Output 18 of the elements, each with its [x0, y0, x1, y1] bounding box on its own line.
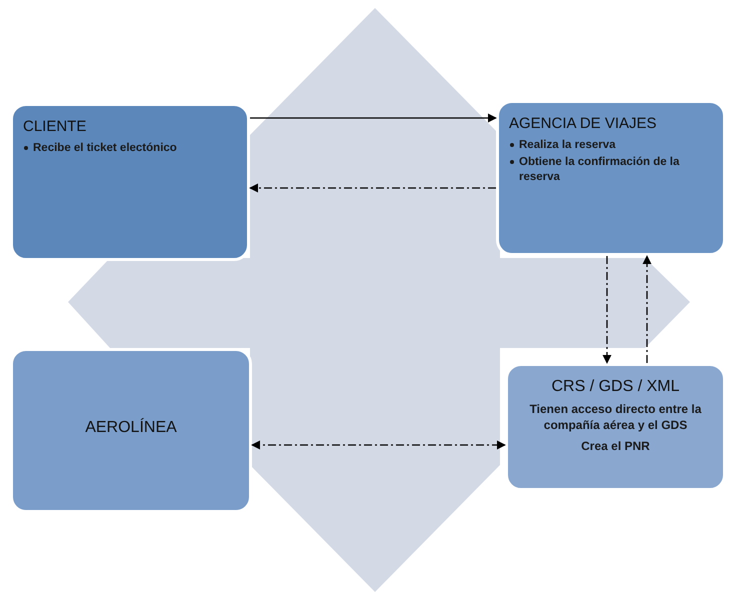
- arrow: [642, 255, 652, 363]
- arrow: [602, 256, 612, 364]
- box-title: AEROLÍNEA: [85, 418, 177, 436]
- box-title: CLIENTE: [23, 118, 88, 135]
- bullet-item: Obtiene la confirmación de la reserva: [519, 156, 680, 183]
- bullet-item: Recibe el ticket electónico: [33, 142, 177, 154]
- process-box: [10, 103, 250, 261]
- process-box: [10, 348, 252, 513]
- process-box: [505, 363, 726, 491]
- description-text: Tienen acceso directo entre la compañía aérea y el GDS: [528, 402, 702, 434]
- process-box: [496, 100, 726, 256]
- arrow: [249, 184, 496, 192]
- box-title: AGENCIA DE VIAJES: [509, 115, 658, 132]
- arrow: [250, 114, 497, 122]
- description-text: Crea el PNR: [580, 439, 651, 455]
- box-title: CRS / GDS / XML: [550, 378, 681, 396]
- arrow: [251, 440, 506, 450]
- bullet-item: Realiza la reserva: [519, 139, 616, 151]
